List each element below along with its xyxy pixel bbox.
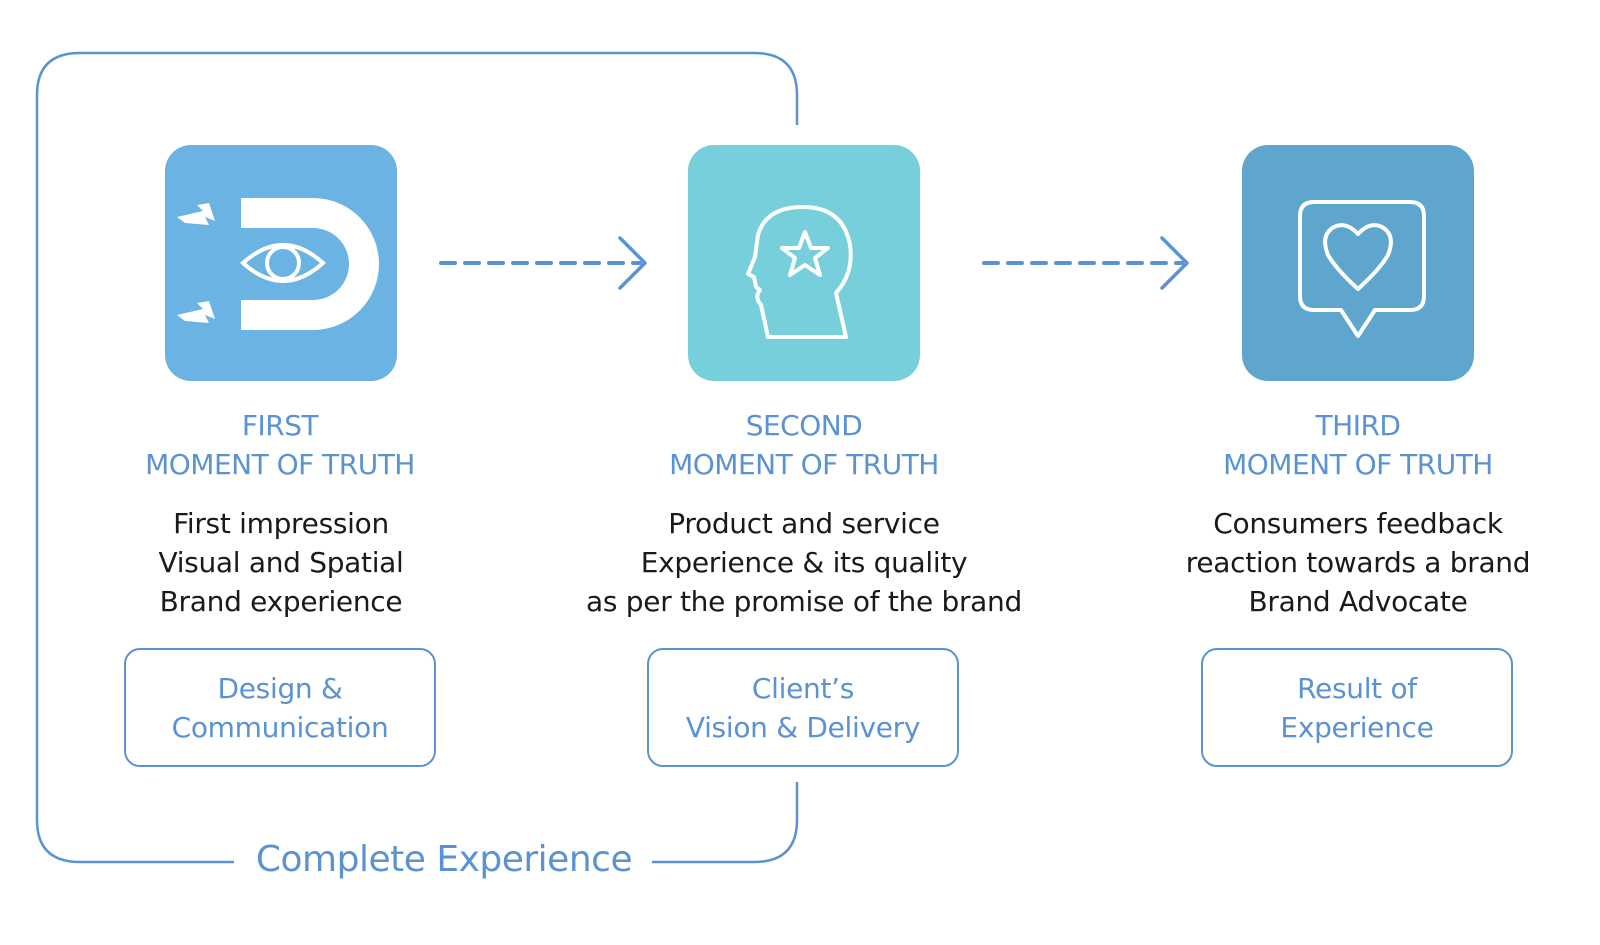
arrow-first-to-second [439,236,647,290]
second-moment-tile [688,145,920,381]
design-communication-tag: Design & Communication [124,648,436,767]
first-moment-description: First impression Visual and Spatial Bran… [158,507,404,618]
client-vision-delivery-tag: Client’s Vision & Delivery [647,648,959,767]
arrow-second-to-third [982,236,1189,290]
third-moment-tile [1242,145,1474,381]
head-star-icon [746,205,853,339]
third-moment-heading: THIRD MOMENT OF TRUTH [1223,409,1493,481]
complete-experience-bracket [35,51,799,864]
first-moment-heading: FIRST MOMENT OF TRUTH [145,409,415,481]
third-moment-description: Consumers feedback reaction towards a br… [1185,507,1531,618]
second-moment-heading: SECOND MOMENT OF TRUTH [669,409,939,481]
magnet-eye-icon [177,198,379,330]
complete-experience-bracket-lower [652,782,799,864]
second-moment-description: Product and service Experience & its qua… [586,507,1022,618]
first-moment-tile [165,145,397,381]
result-of-experience-tag: Result of Experience [1201,648,1513,767]
speech-bubble-heart-icon [1298,200,1426,338]
complete-experience-caption: Complete Experience [240,838,648,882]
